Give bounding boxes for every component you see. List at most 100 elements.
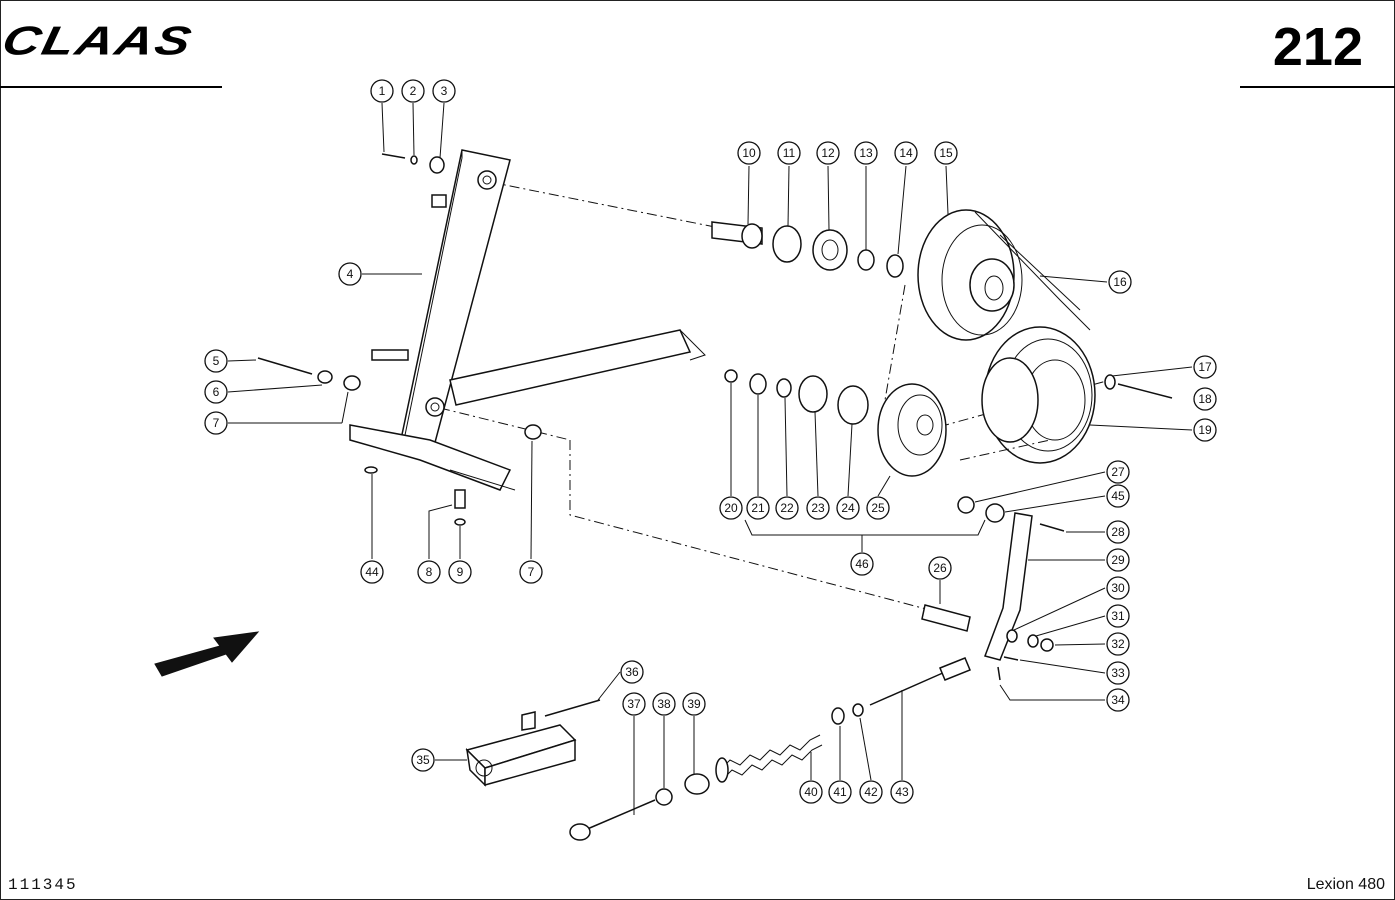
svg-text:30: 30 [1111,581,1125,595]
callout-42: 42 [859,780,883,804]
pin-part-26 [921,604,971,632]
pulley-part-15 [917,209,1023,341]
callout-43: 43 [890,780,914,804]
svg-text:18: 18 [1198,392,1212,406]
callout-44: 44 [360,560,384,584]
bolt-part-37 [584,799,656,831]
svg-text:8: 8 [426,565,433,579]
callout-22: 22 [775,496,799,520]
pulley-part-25 [877,383,947,477]
bolt-part-18 [1117,383,1173,399]
callout-30: 30 [1106,576,1130,600]
callout-2: 2 [401,79,425,103]
axle-head-10 [741,223,763,249]
svg-text:39: 39 [687,697,701,711]
model-name: Lexion 480 [1306,876,1385,893]
svg-text:16: 16 [1113,275,1127,289]
svg-text:7: 7 [528,565,535,579]
svg-text:20: 20 [724,501,738,515]
svg-text:1: 1 [379,84,386,98]
washer-part-31 [1027,634,1039,648]
washer-part-41 [831,707,845,725]
centerline-diagonal [569,440,931,611]
clip-part-2 [410,155,418,165]
bushing-part-38 [655,788,673,806]
ring-part-23 [798,375,828,413]
callout-12: 12 [816,141,840,165]
callout-10: 10 [737,141,761,165]
svg-text:43: 43 [895,785,909,799]
bolt-part-8 [454,489,466,509]
belt-part-16 [974,211,1091,331]
callout-33: 33 [1106,661,1130,685]
svg-text:26: 26 [933,561,947,575]
svg-text:19: 19 [1198,423,1212,437]
svg-text:21: 21 [751,501,765,515]
leader-lines [227,102,1193,815]
callout-26: 26 [928,556,952,580]
bolt-part-36 [544,699,601,717]
svg-text:41: 41 [833,785,847,799]
header-rule-right [1240,86,1395,88]
washer-part-45 [985,503,1005,523]
bracket-part-29 [984,512,1033,661]
swing-arm-part-4 [399,149,511,451]
svg-text:11: 11 [783,146,796,160]
svg-text:37: 37 [627,697,641,711]
circlip-part-11 [772,225,802,263]
callout-5: 5 [204,349,228,373]
svg-text:34: 34 [1111,693,1125,707]
svg-text:35: 35 [416,753,430,767]
rod-end-43 [939,657,971,681]
drawing-id: 111345 [8,876,78,894]
bushing-part-27 [957,496,975,514]
callout-28: 28 [1106,520,1130,544]
callout-14: 14 [894,141,918,165]
callout-36: 36 [620,660,644,684]
callout-4: 4 [338,262,362,286]
callout-7b: 7 [519,560,543,584]
bracket-part-35 [465,711,577,787]
svg-text:24: 24 [841,501,855,515]
callout-1: 1 [370,79,394,103]
centerline-upper [489,181,731,231]
svg-text:9: 9 [457,565,464,579]
callout-15: 15 [934,141,958,165]
svg-text:17: 17 [1198,360,1212,374]
svg-text:14: 14 [899,146,913,160]
svg-text:33: 33 [1111,666,1125,680]
svg-text:27: 27 [1111,465,1125,479]
frame-cross-member [349,329,706,491]
svg-text:45: 45 [1111,489,1125,503]
svg-text:10: 10 [742,146,756,160]
svg-text:2: 2 [410,84,417,98]
header-rule-left [0,86,222,88]
callout-35: 35 [411,748,435,772]
bushing-part-7a [343,375,361,391]
bearing-part-24 [837,385,869,425]
washer-part-9 [454,518,466,526]
svg-text:46: 46 [855,557,869,571]
svg-text:7: 7 [213,416,220,430]
callout-27: 27 [1106,460,1130,484]
svg-text:15: 15 [939,146,953,160]
bolt-head-37 [569,823,591,841]
callout-13: 13 [854,141,878,165]
svg-text:28: 28 [1111,525,1125,539]
svg-text:36: 36 [625,665,639,679]
svg-text:6: 6 [213,385,220,399]
washer-part-6 [317,370,333,384]
callout-16: 16 [1108,270,1132,294]
pin-part-44 [364,466,378,474]
svg-text:38: 38 [657,697,671,711]
svg-text:5: 5 [213,354,220,368]
pin-part-1 [381,153,406,159]
callout-34: 34 [1106,688,1130,712]
svg-text:42: 42 [864,785,878,799]
callouts: 1 2 3 4 5 6 7 7 8 9 10 11 12 13 14 15 16… [204,79,1217,804]
callout-38: 38 [652,692,676,716]
svg-text:32: 32 [1111,637,1125,651]
callout-37: 37 [622,692,646,716]
bolt-part-5 [257,357,313,375]
